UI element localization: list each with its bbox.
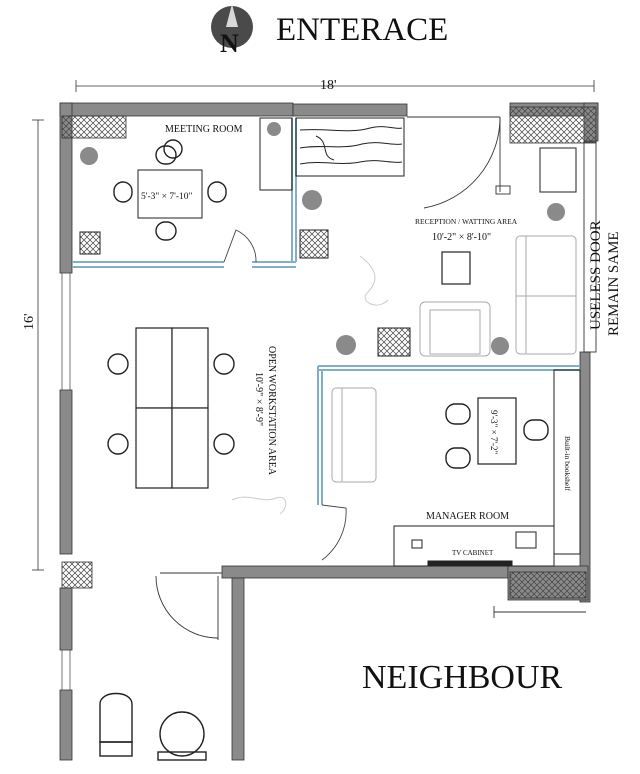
left-windows [61, 272, 71, 691]
tv-cabinet [393, 525, 555, 567]
workstation-desks [135, 327, 209, 489]
width-dimension [75, 80, 595, 92]
meeting-chairs [113, 139, 227, 241]
manager-room-door [321, 504, 347, 561]
coffee-table [441, 251, 471, 285]
manager-room-label: MANAGER ROOM [426, 511, 509, 522]
plant-icon [80, 122, 565, 355]
neighbour-label: NEIGHBOUR [362, 659, 563, 696]
useless-door-label: USELESS DOOR [588, 220, 604, 330]
reception-sofa [515, 235, 577, 355]
toilet-fixtures [99, 692, 207, 761]
meeting-cabinet [259, 117, 293, 191]
width-dimension-label: 18' [320, 78, 337, 93]
tv-cabinet-label: TV CABINET [452, 549, 494, 557]
reception-bench [295, 117, 405, 177]
workstation-label: OPEN WORKSTATION AREA [266, 346, 277, 476]
reception-armchair [419, 301, 491, 357]
meeting-room-door [223, 229, 257, 263]
bookshelf [553, 369, 581, 555]
reception-size: 10'-2" × 8'-10" [432, 232, 491, 243]
useless-door [583, 141, 597, 353]
workstation-chairs [107, 353, 235, 455]
manager-table-size: 9'-3" × 7'-2" [489, 410, 499, 454]
meeting-table [137, 169, 203, 219]
manager-sofa [331, 387, 377, 483]
meeting-room-label: MEETING ROOM [165, 124, 243, 135]
height-dimension [32, 119, 44, 571]
meeting-room-size: 5'-3" × 7'-10" [141, 192, 192, 202]
entrance-door [407, 116, 511, 209]
manager-chairs [445, 403, 549, 469]
remain-same-label: REMAIN SAME [606, 231, 622, 336]
north-letter: N [220, 29, 239, 58]
height-dimension-label: 16' [22, 313, 37, 330]
hatched-columns [61, 106, 597, 599]
entrance-title: ENTERACE [276, 12, 448, 48]
toilet-door [155, 572, 222, 640]
cabinet-top-right [539, 147, 577, 193]
workstation-size: 10'-9" × 8'-9" [253, 372, 264, 426]
north-compass: N [211, 4, 253, 58]
reception-label: RECEPTION / WATTING AREA [415, 217, 518, 226]
side-table-mid [299, 229, 329, 259]
side-table-left [79, 231, 101, 255]
floor-decor [231, 255, 389, 515]
manager-table [477, 397, 517, 465]
side-table-reception [377, 327, 411, 357]
bottom-right-door [493, 606, 586, 618]
bookshelf-label: Built-in bookshelf [563, 436, 572, 491]
